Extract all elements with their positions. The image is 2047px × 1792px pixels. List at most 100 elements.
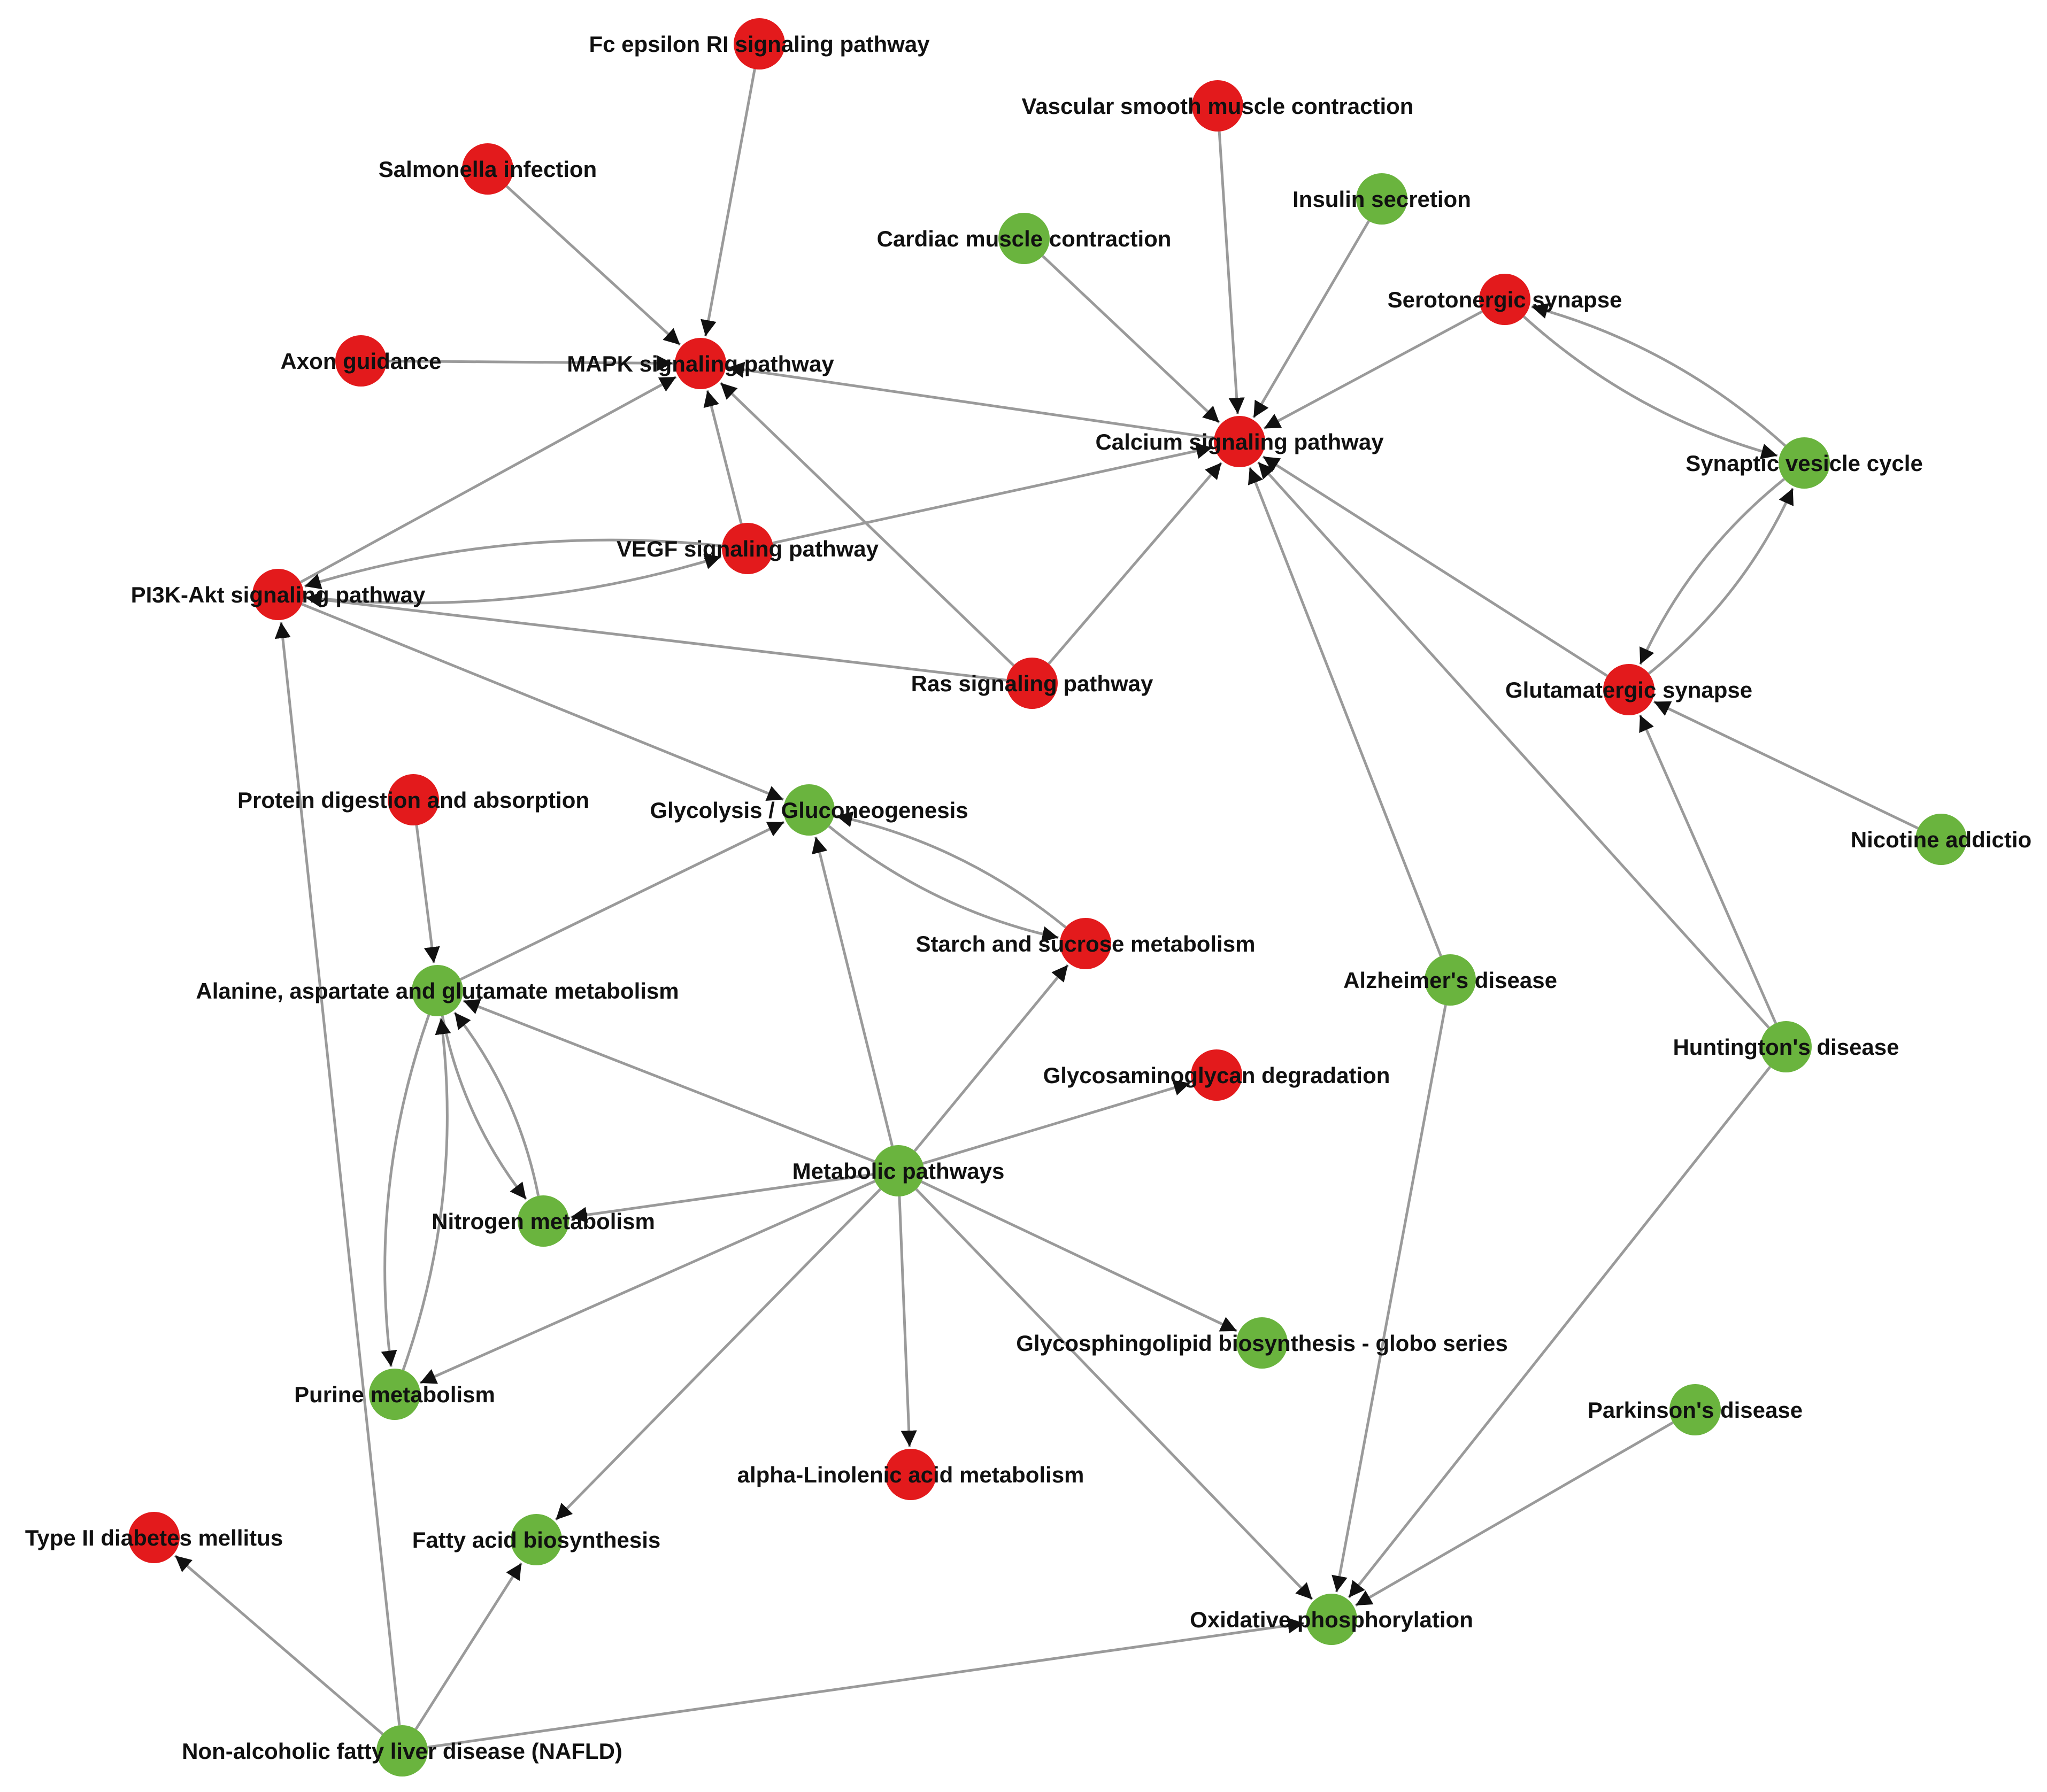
node-label-pi3k: PI3K-Akt signaling pathway xyxy=(131,582,426,607)
node-vsmc[interactable] xyxy=(1192,80,1243,132)
node-nafld[interactable] xyxy=(376,1725,428,1776)
edge-pi3k-to-mapk xyxy=(299,375,677,584)
edge-pi3k-to-glyc xyxy=(301,603,784,801)
edge-ala-to-pur xyxy=(381,1014,430,1367)
edge-ras-to-pi3k xyxy=(305,591,1007,682)
node-fc[interactable] xyxy=(734,18,785,69)
node-alin[interactable] xyxy=(885,1449,936,1500)
node-label-hunt: Huntington's disease xyxy=(1673,1034,1899,1060)
node-label-pur: Purine metabolism xyxy=(294,1382,495,1407)
node-label-nit: Nitrogen metabolism xyxy=(432,1209,655,1234)
node-label-ins: Insulin secretion xyxy=(1292,187,1471,212)
edge-met-to-gsl xyxy=(921,1180,1238,1333)
node-axon[interactable] xyxy=(335,335,387,387)
node-label-salm: Salmonella infection xyxy=(379,157,597,182)
edge-nafld-to-oxp xyxy=(427,1617,1304,1749)
node-sero[interactable] xyxy=(1479,274,1530,325)
edge-syn-to-glu xyxy=(1639,478,1786,665)
edge-nafld-to-pi3k xyxy=(274,622,401,1726)
node-t2d[interactable] xyxy=(128,1512,180,1563)
edge-met-to-nit xyxy=(571,1173,873,1223)
edge-ras-to-mapk xyxy=(719,382,1015,667)
node-mapk[interactable] xyxy=(675,338,726,389)
edge-vegf-to-calc xyxy=(772,443,1213,545)
edge-nafld-to-fab xyxy=(414,1562,523,1730)
node-alz[interactable] xyxy=(1425,954,1476,1006)
edge-met-to-alin xyxy=(898,1196,917,1447)
node-label-gsl: Glycosphingolipid biosynthesis - globo s… xyxy=(1016,1331,1507,1356)
node-met[interactable] xyxy=(873,1145,924,1196)
node-label-ala: Alanine, aspartate and glutamate metabol… xyxy=(196,978,679,1003)
node-park[interactable] xyxy=(1669,1384,1721,1435)
node-label-vsmc: Vascular smooth muscle contraction xyxy=(1022,94,1414,119)
edge-layer xyxy=(174,68,1919,1749)
edge-pi3k-to-vegf xyxy=(303,553,722,605)
edge-met-to-starch xyxy=(913,964,1069,1152)
edge-prot-to-ala xyxy=(415,825,440,963)
edge-vsmc-to-calc xyxy=(1218,131,1245,414)
edge-vegf-to-mapk xyxy=(703,390,743,524)
edge-met-to-oxp xyxy=(915,1188,1313,1601)
edge-salm-to-mapk xyxy=(505,185,681,346)
node-glu[interactable] xyxy=(1603,664,1654,715)
edge-sero-to-calc xyxy=(1263,310,1483,430)
edge-syn-to-sero xyxy=(1531,303,1787,447)
edge-ala-to-nit xyxy=(441,1015,527,1200)
edge-glyc-to-starch xyxy=(828,825,1059,943)
node-oxp[interactable] xyxy=(1306,1594,1357,1645)
edge-sero-to-syn xyxy=(1522,315,1778,460)
node-label-fab: Fatty acid biosynthesis xyxy=(412,1527,660,1552)
node-label-prot: Protein digestion and absorption xyxy=(237,787,589,813)
edge-glu-to-calc xyxy=(1262,455,1608,677)
edge-alz-to-oxp xyxy=(1332,1005,1447,1593)
node-nit[interactable] xyxy=(518,1195,569,1247)
node-fab[interactable] xyxy=(511,1514,562,1565)
node-pur[interactable] xyxy=(369,1369,420,1420)
edge-hunt-to-glu xyxy=(1638,714,1777,1024)
node-glyc[interactable] xyxy=(783,784,835,836)
node-label-mapk: MAPK signaling pathway xyxy=(567,351,834,376)
label-layer: Fc epsilon RI signaling pathwayVascular … xyxy=(25,32,2031,1764)
node-ras[interactable] xyxy=(1006,658,1058,709)
node-label-nic: Nicotine addictio xyxy=(1851,827,2031,852)
edge-park-to-oxp xyxy=(1355,1421,1674,1607)
node-card[interactable] xyxy=(998,213,1050,264)
node-gag[interactable] xyxy=(1191,1049,1242,1101)
node-ala[interactable] xyxy=(412,965,463,1016)
edge-ras-to-calc xyxy=(1048,461,1223,665)
node-ins[interactable] xyxy=(1356,173,1407,225)
node-label-card: Cardiac muscle contraction xyxy=(877,226,1172,251)
edge-met-to-fab xyxy=(555,1188,882,1521)
node-label-fc: Fc epsilon RI signaling pathway xyxy=(589,32,930,57)
edge-card-to-calc xyxy=(1042,255,1220,424)
edge-nit-to-ala xyxy=(453,1011,540,1196)
node-starch[interactable] xyxy=(1060,918,1111,969)
edge-axon-to-mapk xyxy=(386,355,673,372)
node-label-glu: Glutamatergic synapse xyxy=(1505,677,1752,702)
edge-ala-to-glyc xyxy=(460,821,785,981)
node-salm[interactable] xyxy=(462,143,513,195)
node-label-park: Parkinson's disease xyxy=(1588,1397,1803,1423)
node-label-axon: Axon guidance xyxy=(280,349,441,374)
node-calc[interactable] xyxy=(1214,416,1265,467)
edge-fc-to-mapk xyxy=(701,68,756,337)
node-syn[interactable] xyxy=(1779,437,1830,489)
node-layer xyxy=(128,18,1967,1776)
edge-hunt-to-calc xyxy=(1257,461,1770,1029)
node-hunt[interactable] xyxy=(1760,1021,1812,1072)
node-prot[interactable] xyxy=(388,774,439,825)
edge-nafld-to-t2d xyxy=(174,1555,384,1735)
edge-glu-to-syn xyxy=(1648,488,1794,675)
node-pi3k[interactable] xyxy=(252,569,304,620)
node-label-glyc: Glycolysis / Gluconeogenesis xyxy=(650,798,968,823)
node-label-alz: Alzheimer's disease xyxy=(1343,968,1557,993)
edge-met-to-ala xyxy=(463,999,875,1163)
node-label-t2d: Type II diabetes mellitus xyxy=(25,1525,283,1550)
node-label-vegf: VEGF signaling pathway xyxy=(617,536,879,561)
node-vegf[interactable] xyxy=(722,523,773,574)
node-gsl[interactable] xyxy=(1236,1317,1288,1369)
edge-met-to-pur xyxy=(419,1180,876,1385)
edge-hunt-to-oxp xyxy=(1348,1066,1772,1598)
node-nic[interactable] xyxy=(1915,814,1967,865)
